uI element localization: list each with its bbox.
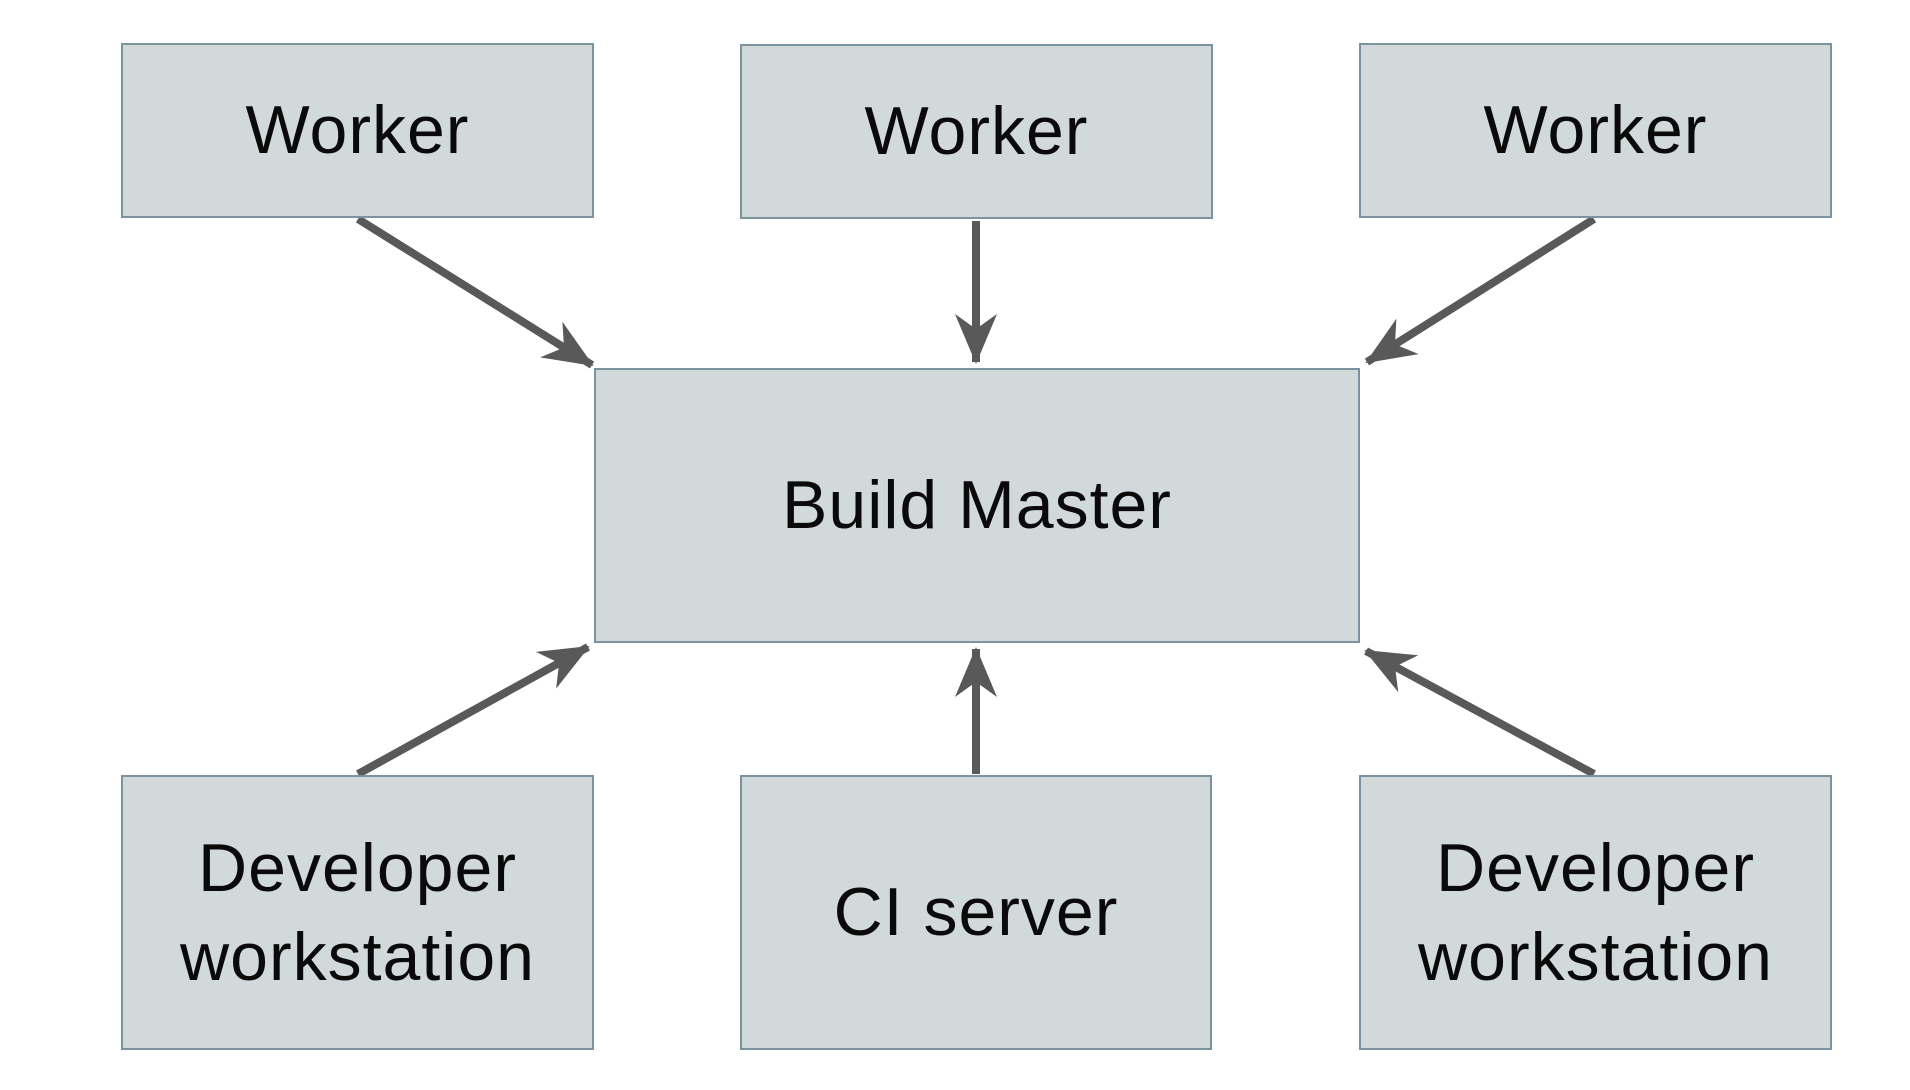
node-developer-workstation-1: Developer workstation: [121, 775, 594, 1050]
node-worker-1: Worker: [121, 43, 594, 218]
node-build-master-label: Build Master: [782, 467, 1172, 544]
arrow-worker-1-to-build-master: [355, 215, 595, 369]
node-ci-server: CI server: [740, 775, 1212, 1050]
node-worker-3: Worker: [1359, 43, 1832, 218]
arrow-dev-workstation-1-to-build-master: [356, 643, 590, 778]
node-worker-2: Worker: [740, 44, 1213, 219]
node-worker-1-label: Worker: [245, 92, 470, 169]
node-developer-workstation-2: Developer workstation: [1359, 775, 1832, 1050]
node-developer-workstation-2-label: Developer workstation: [1418, 830, 1773, 995]
node-ci-server-label: CI server: [833, 874, 1119, 951]
node-build-master: Build Master: [594, 368, 1360, 643]
node-developer-workstation-1-label: Developer workstation: [180, 830, 535, 995]
arrow-dev-workstation-2-to-build-master: [1364, 647, 1596, 778]
arrow-worker-3-to-build-master: [1364, 215, 1597, 366]
node-worker-3-label: Worker: [1483, 92, 1708, 169]
node-worker-2-label: Worker: [864, 93, 1089, 170]
